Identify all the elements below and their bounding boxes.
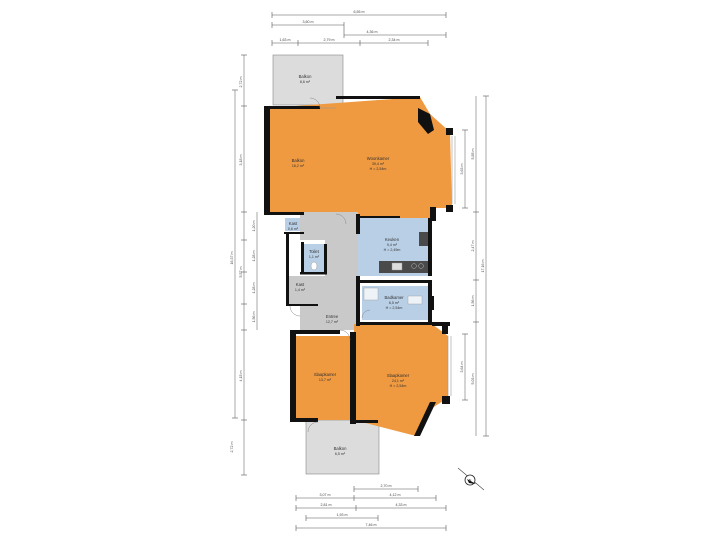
dim-right-total: 17,16 m <box>481 260 485 273</box>
dim-right-e: 3,63 m <box>460 164 464 175</box>
room-toilet <box>303 244 325 272</box>
label-balkon-top: Balkon <box>299 74 312 79</box>
kitchen-counter <box>379 261 430 273</box>
dim-left-b: 3,18 m <box>239 155 243 166</box>
area-woonkamer: 39,4 m² <box>372 162 385 166</box>
dim-left-g: 4,15 m <box>239 371 243 382</box>
dimension-lines-top: 6,55 m 3,60 m 4,36 m 1,63 m 2,79 m 2,34 … <box>271 10 447 46</box>
dim-left-f: 1,56 m <box>252 312 256 323</box>
label-balkon-bottom: Balkon <box>334 446 347 451</box>
label-slaapkamer-left: Slaapkamer <box>314 372 337 377</box>
area-slaapkamer-left: 13,7 m² <box>319 378 332 382</box>
kitchen-sink <box>391 262 403 271</box>
compass-needle-icon <box>467 479 476 484</box>
dim-bottom-d: 2,81 m <box>321 503 332 507</box>
balcony-bottom <box>305 419 380 475</box>
area-badkamer: 6,5 m² <box>389 301 400 305</box>
dim-bottom-f: 1,93 m <box>337 513 348 517</box>
dim-left-e: 1,28 m <box>252 283 256 294</box>
height-woonkamer: H = 2,54m <box>370 167 387 171</box>
dim-left-mid: 5,57 m <box>239 267 243 278</box>
windows <box>320 107 456 396</box>
dim-left-c: 1,20 m <box>252 221 256 232</box>
dimension-lines-right: 17,16 m 5,85 m 2,47 m 1,56 m 5,03 m 3,63… <box>460 95 489 437</box>
room-woonkamer <box>268 97 452 218</box>
area-slaapkamer-right: 24,1 m² <box>392 379 405 383</box>
area-keuken: 9,4 m² <box>387 243 398 247</box>
room-entree <box>300 212 362 338</box>
dim-top-b: 2,79 m <box>324 38 335 42</box>
dim-right-f: 3,64 m <box>460 362 464 373</box>
label-entree: Entree <box>326 314 339 319</box>
area-kast-top: 0,6 m² <box>288 227 299 231</box>
dim-top-right: 4,36 m <box>367 30 378 34</box>
area-toilet: 1,1 m² <box>309 255 320 259</box>
dim-left-total: 16,37 m <box>230 252 234 265</box>
label-balkon-left: Balkon <box>292 158 305 163</box>
label-slaapkamer-right: Slaapkamer <box>387 373 410 378</box>
toilet-bowl <box>310 261 318 271</box>
dim-bottom-b: 3,07 m <box>320 493 331 497</box>
dimension-lines-bottom: 2,70 m 3,07 m 4,12 m 2,81 m 4,33 m 1,93 … <box>295 484 447 531</box>
doors <box>289 97 371 433</box>
dim-bottom-total: 7,46 m <box>366 523 377 527</box>
room-labels: Balkon 8,6 m² Balkon 16,2 m² Woonkamer 3… <box>288 74 410 456</box>
area-balkon-bottom: 6,5 m² <box>335 452 346 456</box>
label-woonkamer: Woonkamer <box>367 156 390 161</box>
dim-left-h: 2,72 m <box>230 442 234 453</box>
label-toilet: Toilet <box>309 249 320 254</box>
dim-bottom-c: 4,12 m <box>390 493 401 497</box>
room-kast-top <box>285 218 301 231</box>
kitchen-appliance <box>419 232 430 246</box>
dim-top-c: 2,34 m <box>389 38 400 42</box>
area-entree: 12,7 m² <box>326 320 339 324</box>
label-kast-mid: Kast <box>296 282 305 287</box>
dim-right-a: 5,85 m <box>471 149 475 160</box>
dim-left-a: 2,72 m <box>239 77 243 88</box>
dim-right-c: 1,56 m <box>471 296 475 307</box>
bath-shower <box>363 287 379 301</box>
height-badkamer: H = 2,54m <box>386 306 403 310</box>
compass-rose: N <box>457 467 485 491</box>
dim-top-left: 3,60 m <box>303 20 314 24</box>
dim-right-b: 2,47 m <box>471 241 475 252</box>
height-keuken: H = 2,49m <box>384 248 401 252</box>
dim-top-a: 1,63 m <box>280 38 291 42</box>
dim-right-d: 5,03 m <box>471 374 475 385</box>
label-kast-top: Kast <box>289 221 298 226</box>
balcony-top <box>272 54 344 106</box>
area-balkon-top: 8,6 m² <box>300 80 311 84</box>
kitchen-hob <box>411 263 417 269</box>
room-slaapkamer-right <box>354 324 448 436</box>
dim-bottom-e: 4,33 m <box>396 503 407 507</box>
area-balkon-left: 16,2 m² <box>292 164 305 168</box>
dim-left-d: 1,28 m <box>252 251 256 262</box>
label-keuken: Keuken <box>385 237 400 242</box>
room-kast-mid <box>288 276 316 304</box>
dim-bottom-a: 2,70 m <box>381 484 392 488</box>
compass-label: N <box>469 479 472 483</box>
dimension-lines-left: 16,37 m 2,72 m 3,18 m 1,20 m 1,28 m 1,28… <box>230 54 258 476</box>
label-badkamer: Badkamer <box>384 295 404 300</box>
height-slaapkamer-right: H = 2,54m <box>390 384 407 388</box>
room-slaapkamer-left <box>296 336 354 420</box>
dim-top-total: 6,55 m <box>354 10 365 14</box>
bath-washbasin <box>407 295 423 305</box>
kitchen-hob <box>418 263 424 269</box>
area-kast-mid: 1,4 m² <box>295 288 306 292</box>
walls <box>264 96 453 436</box>
